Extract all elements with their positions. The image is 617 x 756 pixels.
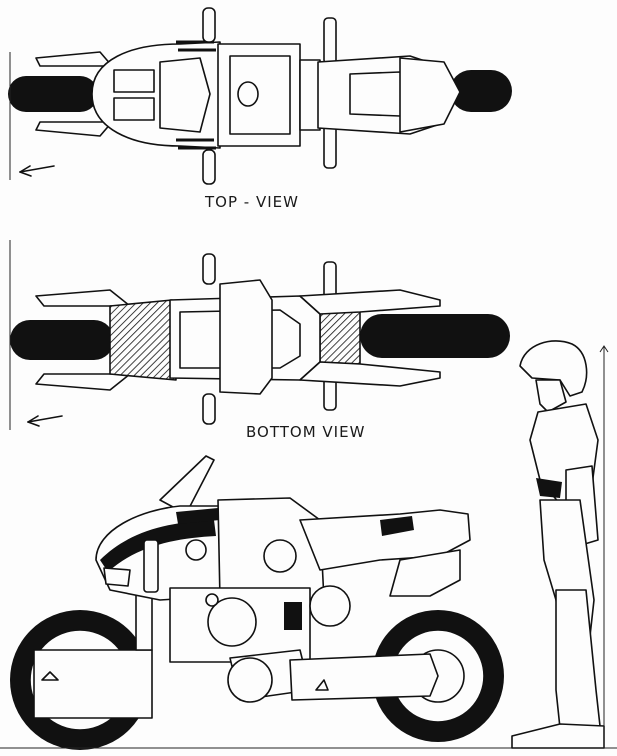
top-rear-tire [8, 76, 98, 112]
bottom-rear-fin-lower [35, 373, 131, 391]
top-panel-b [113, 97, 155, 121]
bottom-peg-upper [202, 253, 216, 285]
side-swingarm [289, 653, 439, 701]
bottom-direction-arrowhead [27, 415, 40, 427]
bottom-handlebar-upper [323, 261, 337, 299]
bottom-view-caption: BOTTOM VIEW [246, 423, 366, 441]
bottom-rear-tire [10, 320, 114, 360]
top-tank-inner [229, 55, 291, 135]
side-swingarm-mark [315, 679, 329, 691]
top-view-drawing [8, 7, 512, 185]
side-rear-strut [135, 589, 153, 651]
rider-face [535, 379, 567, 413]
side-front-cowl [389, 549, 461, 597]
top-rear-fin-upper [35, 51, 113, 67]
side-engine-vent [284, 602, 302, 630]
top-seat [159, 57, 211, 133]
rider-height-arrow [599, 345, 609, 353]
rider-helmet [519, 340, 588, 397]
top-front-fork [399, 57, 461, 133]
top-tank-cap [237, 81, 259, 107]
side-rear-box [33, 649, 153, 719]
top-handlebar-lower [323, 123, 337, 169]
bottom-direction-arrow [27, 415, 63, 423]
bottom-fork-upper [299, 289, 441, 315]
side-taillight [103, 567, 131, 587]
side-rear-stripe [100, 520, 216, 572]
bottom-view-drawing [9, 240, 510, 430]
top-peg-upper [202, 7, 216, 43]
side-seat-stripe [380, 516, 414, 536]
side-view-drawing [0, 455, 617, 750]
top-connector [299, 59, 321, 131]
top-peg-lower [202, 149, 216, 185]
bottom-shadow-rear [109, 299, 177, 381]
side-pivot [227, 657, 273, 703]
side-gauge-b [309, 585, 351, 627]
top-front-tire [450, 70, 512, 112]
side-rear-stripe-b [176, 508, 220, 524]
side-frame-tube [143, 539, 159, 593]
bottom-shadow-front [319, 309, 361, 365]
rider-figure [511, 340, 609, 749]
rider-belt [536, 478, 562, 498]
side-rear-box-mark [41, 671, 59, 681]
bottom-rear-fin-upper [35, 289, 131, 307]
bottom-peg-lower [202, 393, 216, 425]
top-handlebar-upper [323, 17, 337, 65]
top-view-caption: TOP - VIEW [205, 193, 299, 211]
side-frame-joint [185, 539, 207, 561]
rider-boot [511, 723, 605, 749]
bottom-fork-lower [299, 361, 441, 387]
side-engine-bolt [205, 593, 219, 607]
side-engine-cover [207, 597, 257, 647]
top-rear-fin-lower [35, 121, 113, 137]
bottom-crankcase [219, 279, 273, 395]
top-direction-arrow [19, 165, 55, 173]
top-panel-a [113, 69, 155, 93]
side-gauge-a [263, 539, 297, 573]
bottom-front-tire [360, 314, 510, 358]
top-direction-arrowhead [19, 165, 32, 177]
